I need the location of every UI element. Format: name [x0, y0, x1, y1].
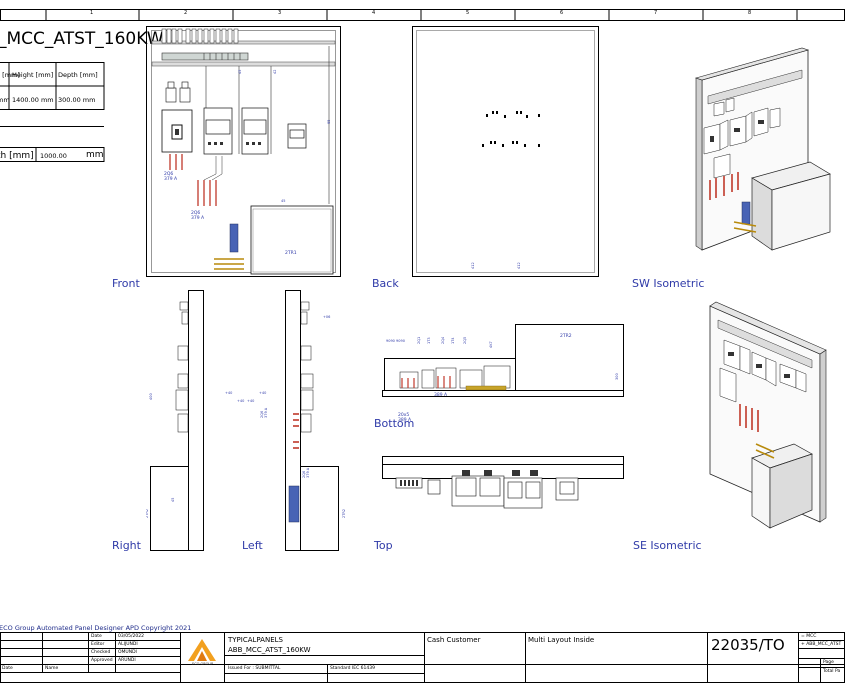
svg-text:+40: +40	[237, 399, 244, 403]
sw-isometric-view	[694, 47, 831, 251]
tb-page-label: Page	[823, 660, 834, 665]
grid-col-2: 2	[184, 10, 188, 16]
se-isometric-view	[709, 301, 827, 529]
svg-text:412: 412	[517, 262, 521, 269]
svg-text:2Q6: 2Q6	[260, 411, 264, 418]
svg-text:412: 412	[471, 262, 475, 269]
svg-text:2Q4: 2Q4	[441, 336, 445, 344]
tb-customer: Cash Customer	[427, 636, 481, 644]
view-label-sw-isometric: SW Isometric	[632, 277, 705, 290]
top-view	[382, 456, 624, 509]
tb-standard: Standard IEC 61439	[330, 666, 375, 671]
view-label-se-isometric: SE Isometric	[633, 539, 702, 552]
eco-group-logo	[188, 639, 216, 661]
svg-text:2TR2: 2TR2	[342, 509, 346, 518]
svg-text:9090 9090: 9090 9090	[386, 339, 405, 343]
logo-text: ECO GROUP	[192, 662, 214, 666]
length-label: th [mm]	[0, 151, 34, 161]
tag-2q6-front-b: 2Q6 379 A	[191, 211, 205, 221]
svg-text:2Q5: 2Q5	[463, 337, 467, 344]
svg-text:1T3: 1T3	[427, 337, 431, 344]
svg-text:400: 400	[149, 393, 153, 400]
svg-text:2Q6: 2Q6	[302, 471, 306, 478]
tb-date-value: 03/05/2022	[118, 634, 144, 639]
tag-389a-bottom: 389 A	[434, 393, 448, 398]
front-view: 45 42 95 45	[146, 26, 341, 277]
tb-checked-value: OMUNDI	[118, 650, 137, 655]
grid-strip-top	[0, 9, 845, 21]
svg-text:379 A: 379 A	[306, 467, 310, 478]
tb-drawing-name: ABB_MCC_ATST_160KW	[228, 646, 311, 654]
view-label-top: Top	[374, 539, 393, 552]
length-value: 1000.00	[40, 152, 67, 160]
svg-text:300: 300	[615, 373, 619, 380]
grid-col-6: 6	[560, 10, 564, 16]
tag-2tr2-bottom: 2TR2	[560, 334, 572, 339]
svg-text:+06: +06	[323, 315, 330, 319]
tb-total-pages-label: Total Pa	[823, 669, 841, 674]
view-label-right: Right	[112, 539, 141, 552]
tag-2q6-front-a: 2Q6 379 A	[164, 172, 178, 182]
tb-approved-value: ARUNDI	[118, 658, 136, 663]
tag-2tr1-front: 2TR1	[285, 251, 297, 256]
tb-side-function: = MCC	[801, 634, 817, 639]
grid-col-7: 7	[654, 10, 658, 16]
view-label-front: Front	[112, 277, 140, 290]
svg-text:+40: +40	[225, 391, 232, 395]
tb-editor-label: Editor	[91, 642, 105, 647]
back-view: 412 412	[412, 26, 599, 277]
dims-value-width: mm	[0, 96, 10, 104]
tb-name-label: Name	[45, 666, 59, 671]
copyright-text: ECO Group Automated Panel Designer APD C…	[0, 624, 192, 632]
grid-col-8: 8	[748, 10, 752, 16]
tb-checked-label: Checked	[91, 650, 111, 655]
right-view: 400 2TR2 45	[146, 290, 204, 551]
grid-col-3: 3	[278, 10, 282, 16]
dims-value-height: 1400.00 mm	[12, 96, 54, 104]
svg-text:2Q1: 2Q1	[417, 337, 421, 344]
tb-layout: Multi Layout Inside	[528, 636, 595, 644]
svg-text:45: 45	[281, 199, 285, 203]
tb-document-number: 22035/TO	[711, 636, 785, 654]
tb-project-name: TYPICALPANELS	[228, 636, 283, 644]
dims-value-depth: 300.00 mm	[58, 96, 96, 104]
view-label-left: Left	[242, 539, 263, 552]
dims-header-width: h [mm]	[0, 71, 20, 79]
left-view: +40+40+40+40 2Q6 379 A 2Q6 379 A +06 2TR…	[225, 290, 346, 551]
dims-table-lines	[0, 62, 105, 110]
svg-text:45: 45	[238, 70, 242, 74]
svg-text:95: 95	[327, 120, 331, 124]
svg-text:1T4: 1T4	[451, 337, 455, 344]
svg-text:379 A: 379 A	[264, 407, 268, 418]
view-label-back: Back	[372, 277, 399, 290]
length-unit: mm	[86, 150, 104, 160]
tb-issued-for: Issued For : SUBMITTAL	[228, 666, 281, 671]
view-label-bottom: Bottom	[374, 417, 415, 430]
length-row-lines	[0, 126, 105, 162]
grid-col-4: 4	[372, 10, 376, 16]
svg-text:+40: +40	[259, 391, 266, 395]
tb-approved-label: Approved	[91, 658, 113, 663]
svg-text:42: 42	[273, 70, 277, 74]
tag-20x5-bottom: 20x5 389 A	[398, 413, 412, 423]
svg-text:+40: +40	[247, 399, 254, 403]
tb-date-column-label: Date	[2, 666, 13, 671]
svg-text:45: 45	[171, 498, 175, 502]
grid-col-5: 5	[466, 10, 470, 16]
panel-title: _MCC_ATST_160KW	[0, 29, 164, 49]
tb-side-location: + ABB_MCC_ATST	[801, 642, 842, 647]
bottom-view: 9090 9090 2Q1 1T3 2Q4 1T4 2Q5 4K7 300	[382, 324, 624, 397]
tb-date-label: Date	[91, 634, 102, 639]
dims-header-depth: Depth [mm]	[58, 71, 98, 79]
svg-text:4K7: 4K7	[489, 341, 493, 348]
svg-text:2TR2: 2TR2	[146, 509, 149, 518]
dims-header-height: Height [mm]	[12, 71, 54, 79]
grid-col-1: 1	[90, 10, 94, 16]
tb-editor-value: ALIJUNDI	[118, 642, 138, 647]
